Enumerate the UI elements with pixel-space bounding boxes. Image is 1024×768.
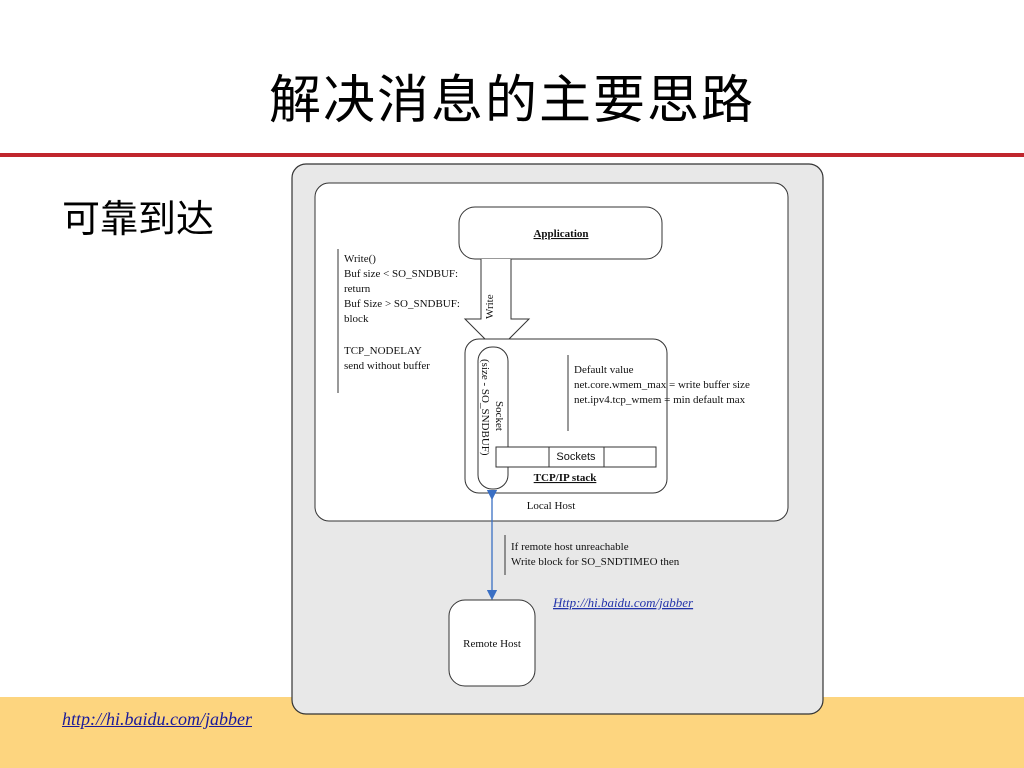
write-label: Write <box>484 294 496 319</box>
remote-note-line: If remote host unreachable <box>511 541 629 553</box>
note-line: TCP_NODELAY <box>344 345 422 357</box>
tcpip-stack-label: TCP/IP stack <box>534 472 598 484</box>
note-line: Buf size < SO_SNDBUF: <box>344 268 458 280</box>
remote-host-box <box>448 599 536 687</box>
application-label: Application <box>533 228 588 240</box>
application-box <box>458 206 663 260</box>
diagram-link[interactable]: Http://hi.baidu.com/jabber <box>552 595 694 610</box>
remote-note-line: Write block for SO_SNDTIMEO then <box>511 556 680 568</box>
title-divider <box>0 153 1024 157</box>
socket-label: Socket <box>493 401 505 431</box>
socket-size-label: (size - SO_SNDBUF) <box>479 359 491 456</box>
note-line: Buf Size > SO_SNDBUF: <box>344 298 460 310</box>
local-host-label: Local Host <box>527 500 576 512</box>
default-value-line: Default value <box>574 364 634 376</box>
note-line: block <box>344 313 369 325</box>
slide-title: 解决消息的主要思路 <box>268 71 755 131</box>
default-value-line: net.core.wmem_max = write buffer size <box>574 379 750 391</box>
note-line: send without buffer <box>344 360 430 372</box>
footer-link[interactable]: http://hi.baidu.com/jabber <box>62 709 252 729</box>
note-line: Write() <box>344 253 376 265</box>
architecture-diagram: Application Write Write() Buf size < SO_… <box>291 163 824 715</box>
default-value-line: net.ipv4.tcp_wmem = min default max <box>574 394 746 406</box>
bullet-text: 可靠到达 <box>62 197 215 241</box>
remote-host-label: Remote Host <box>463 638 521 650</box>
sockets-table <box>495 446 657 468</box>
sockets-label: Sockets <box>556 451 596 463</box>
left-notes: Write() Buf size < SO_SNDBUF: return Buf… <box>344 253 460 372</box>
note-line: return <box>344 283 371 295</box>
